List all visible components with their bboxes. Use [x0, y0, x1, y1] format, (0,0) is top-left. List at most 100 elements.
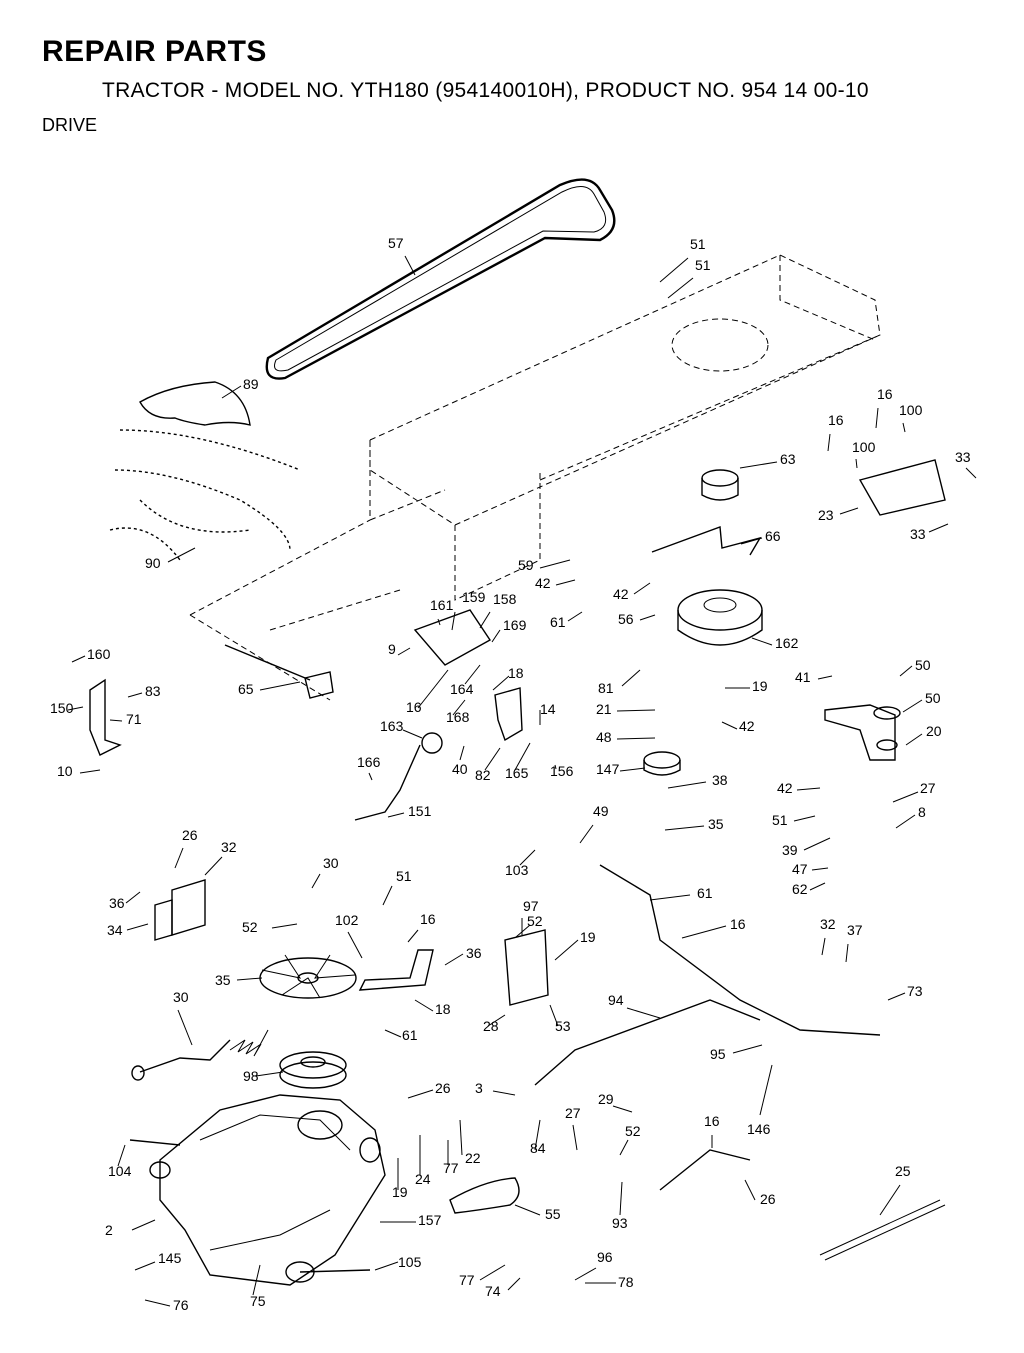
- drive-belt: [265, 178, 616, 380]
- callout-leader: [732, 1044, 763, 1054]
- part-callout-55: 55: [545, 1206, 561, 1222]
- part-callout-163: 163: [380, 718, 404, 734]
- callout-leader: [459, 1119, 463, 1156]
- callout-leader: [452, 699, 466, 716]
- part-callout-97: 97: [523, 898, 539, 914]
- callout-leader: [221, 385, 242, 399]
- callout-leader: [539, 559, 571, 569]
- part-callout-159: 159: [462, 589, 486, 605]
- shift-lever: [354, 732, 443, 821]
- callout-leader: [579, 824, 594, 844]
- rod-28: [534, 999, 761, 1086]
- part-callout-23: 23: [818, 507, 834, 523]
- callout-leader: [404, 255, 416, 276]
- part-callout-42: 42: [613, 586, 629, 602]
- part-callout-51: 51: [695, 257, 711, 273]
- right-bracket: [504, 929, 549, 1006]
- callout-leader: [554, 939, 579, 961]
- callout-leader: [507, 1277, 521, 1291]
- part-callout-161: 161: [430, 597, 454, 613]
- part-callout-157: 157: [418, 1212, 442, 1228]
- part-callout-48: 48: [596, 729, 612, 745]
- part-callout-93: 93: [612, 1215, 628, 1231]
- callout-leader: [131, 1219, 156, 1231]
- callout-leader: [109, 719, 123, 722]
- part-callout-26: 26: [182, 827, 198, 843]
- callout-leader: [821, 937, 826, 956]
- callout-leader: [626, 1007, 661, 1019]
- part-callout-94: 94: [608, 992, 624, 1008]
- callout-leader: [739, 461, 778, 469]
- part-callout-61: 61: [697, 885, 713, 901]
- part-callout-74: 74: [485, 1283, 501, 1299]
- part-callout-100: 100: [852, 439, 876, 455]
- callout-leader: [928, 523, 949, 533]
- callout-leader: [414, 999, 434, 1012]
- part-callout-18: 18: [435, 1001, 451, 1017]
- callout-leader: [905, 733, 923, 746]
- part-callout-77: 77: [443, 1160, 459, 1176]
- part-callout-32: 32: [820, 916, 836, 932]
- part-callout-89: 89: [243, 376, 259, 392]
- callout-leader: [633, 582, 651, 595]
- callout-leader: [534, 1119, 541, 1151]
- part-callout-162: 162: [775, 635, 799, 651]
- part-callout-16: 16: [420, 911, 436, 927]
- rod-81: [224, 644, 334, 699]
- callout-leader: [667, 781, 707, 789]
- callout-leader: [374, 1261, 399, 1271]
- callout-leader: [479, 1264, 506, 1281]
- part-callout-104: 104: [108, 1163, 132, 1179]
- part-callout-35: 35: [708, 816, 724, 832]
- callout-leader: [484, 747, 501, 771]
- callout-leader: [616, 709, 656, 712]
- part-callout-158: 158: [493, 591, 517, 607]
- part-callout-61: 61: [402, 1027, 418, 1043]
- part-callout-168: 168: [446, 709, 470, 725]
- fender-seat-outline: [109, 381, 301, 561]
- callout-leader: [387, 812, 405, 818]
- shift-rod: [131, 1029, 269, 1081]
- part-callout-52: 52: [527, 913, 543, 929]
- part-callout-24: 24: [415, 1171, 431, 1187]
- callout-leader: [759, 1064, 773, 1116]
- part-callout-105: 105: [398, 1254, 422, 1270]
- callout-leader: [555, 579, 576, 586]
- section-label: DRIVE: [42, 115, 98, 135]
- part-callout-102: 102: [335, 912, 359, 928]
- callout-leader: [255, 1071, 284, 1077]
- part-callout-83: 83: [145, 683, 161, 699]
- part-callout-16: 16: [828, 412, 844, 428]
- callout-leader: [887, 992, 906, 1001]
- idler-bracket: [824, 704, 896, 761]
- callout-leader: [681, 925, 727, 939]
- callout-leader: [347, 931, 363, 959]
- callout-leader: [451, 611, 456, 631]
- callout-leader: [407, 929, 419, 943]
- callout-leader: [125, 891, 141, 904]
- part-callout-98: 98: [243, 1068, 259, 1084]
- part-callout-165: 165: [505, 765, 529, 781]
- part-callout-61: 61: [550, 614, 566, 630]
- part-callout-96: 96: [597, 1249, 613, 1265]
- callout-leader: [384, 1029, 402, 1038]
- callout-leader: [667, 277, 694, 299]
- callout-leader: [619, 1181, 623, 1216]
- part-callout-39: 39: [782, 842, 798, 858]
- bracket-73: [358, 949, 434, 991]
- part-callout-156: 156: [550, 763, 574, 779]
- callout-leader: [796, 787, 821, 791]
- part-callout-56: 56: [618, 611, 634, 627]
- part-callout-42: 42: [777, 780, 793, 796]
- callout-leader: [892, 791, 919, 803]
- callout-leader: [616, 737, 656, 740]
- callout-leader: [177, 1009, 193, 1046]
- callout-leader: [895, 814, 916, 829]
- callout-leader: [621, 669, 641, 687]
- part-callout-50: 50: [915, 657, 931, 673]
- part-callout-25: 25: [895, 1163, 911, 1179]
- part-callout-160: 160: [87, 646, 111, 662]
- part-callout-20: 20: [926, 723, 942, 739]
- part-callout-47: 47: [792, 861, 808, 877]
